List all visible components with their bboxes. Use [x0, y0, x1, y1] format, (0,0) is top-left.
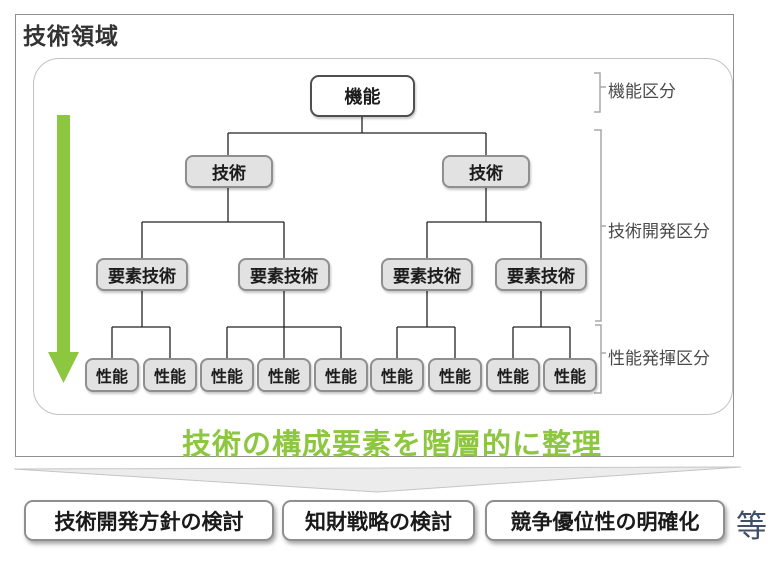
node-performance-8: 性能	[486, 358, 540, 392]
label-development-classification: 技術開発区分	[608, 222, 710, 242]
outcome-competitive-advantage: 競争優位性の明確化	[485, 500, 725, 541]
label-function-classification: 機能区分	[608, 82, 676, 102]
node-performance-6: 性能	[370, 358, 424, 392]
node-technology-1: 技術	[185, 155, 273, 188]
node-performance-5: 性能	[314, 358, 368, 392]
node-element-technology-4: 要素技術	[495, 258, 587, 291]
down-arrow-icon	[48, 115, 79, 383]
etc-label: 等	[736, 509, 767, 545]
node-performance-1: 性能	[85, 358, 139, 392]
node-performance-9: 性能	[543, 358, 597, 392]
node-technology-2: 技術	[442, 155, 530, 188]
tree-panel	[33, 58, 733, 415]
classification-brackets	[594, 72, 606, 394]
node-performance-3: 性能	[200, 358, 254, 392]
node-element-technology-3: 要素技術	[381, 258, 473, 291]
node-performance-4: 性能	[257, 358, 311, 392]
label-performance-classification: 性能発揮区分	[608, 349, 710, 369]
outcome-development-policy: 技術開発方針の検討	[24, 500, 274, 541]
node-element-technology-1: 要素技術	[96, 258, 188, 291]
technology-domain-title: 技術領域	[23, 24, 119, 50]
hierarchy-caption: 技術の構成要素を階層的に整理	[182, 427, 603, 461]
funnel-shape	[13, 466, 742, 493]
node-performance-7: 性能	[428, 358, 482, 392]
node-function: 機能	[310, 75, 415, 117]
node-performance-2: 性能	[143, 358, 197, 392]
outcome-ip-strategy: 知財戦略の検討	[282, 500, 475, 541]
tree-connectors	[111, 117, 571, 358]
node-element-technology-2: 要素技術	[238, 258, 330, 291]
